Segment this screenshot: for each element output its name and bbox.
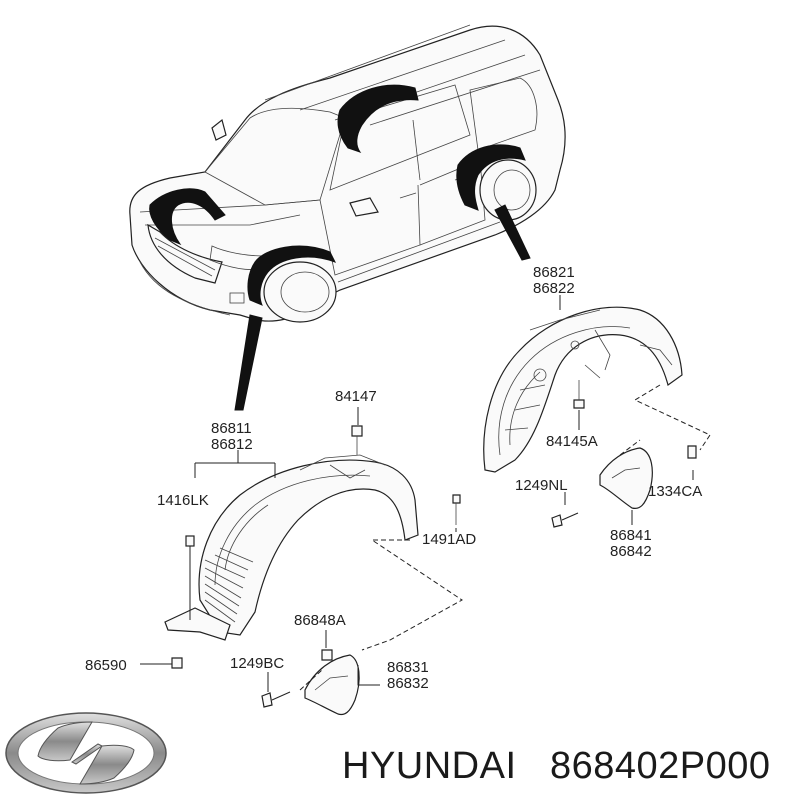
label-86832: 86832: [387, 675, 429, 692]
hyundai-logo-icon: [5, 712, 167, 794]
vehicle-illustration: [129, 24, 566, 411]
part-number-labels: 86821 86822 84147 86811 86812 84145A 141…: [85, 264, 702, 692]
label-86811: 86811: [211, 420, 252, 437]
part-number: 868402P000: [550, 745, 771, 787]
label-1249nl: 1249NL: [515, 477, 568, 494]
label-1416lk: 1416LK: [157, 492, 209, 509]
label-86841: 86841: [610, 527, 652, 544]
rear-wheel-guard-illustration: [483, 306, 711, 528]
label-1334ca: 1334CA: [648, 483, 702, 500]
label-86848a: 86848A: [294, 612, 346, 629]
label-86812: 86812: [211, 436, 253, 453]
label-86842: 86842: [610, 543, 652, 560]
front-wheel-guard-illustration: [164, 425, 463, 716]
brand-name: HYUNDAI: [342, 745, 517, 787]
label-86831: 86831: [387, 659, 429, 676]
label-1249bc: 1249BC: [230, 655, 284, 672]
label-86590: 86590: [85, 657, 127, 674]
label-84145a: 84145A: [546, 433, 598, 450]
label-86822: 86822: [533, 280, 575, 297]
label-86821: 86821: [533, 264, 575, 281]
label-84147: 84147: [335, 388, 377, 405]
leader-lines: [140, 295, 694, 692]
label-1491ad: 1491AD: [422, 531, 476, 548]
